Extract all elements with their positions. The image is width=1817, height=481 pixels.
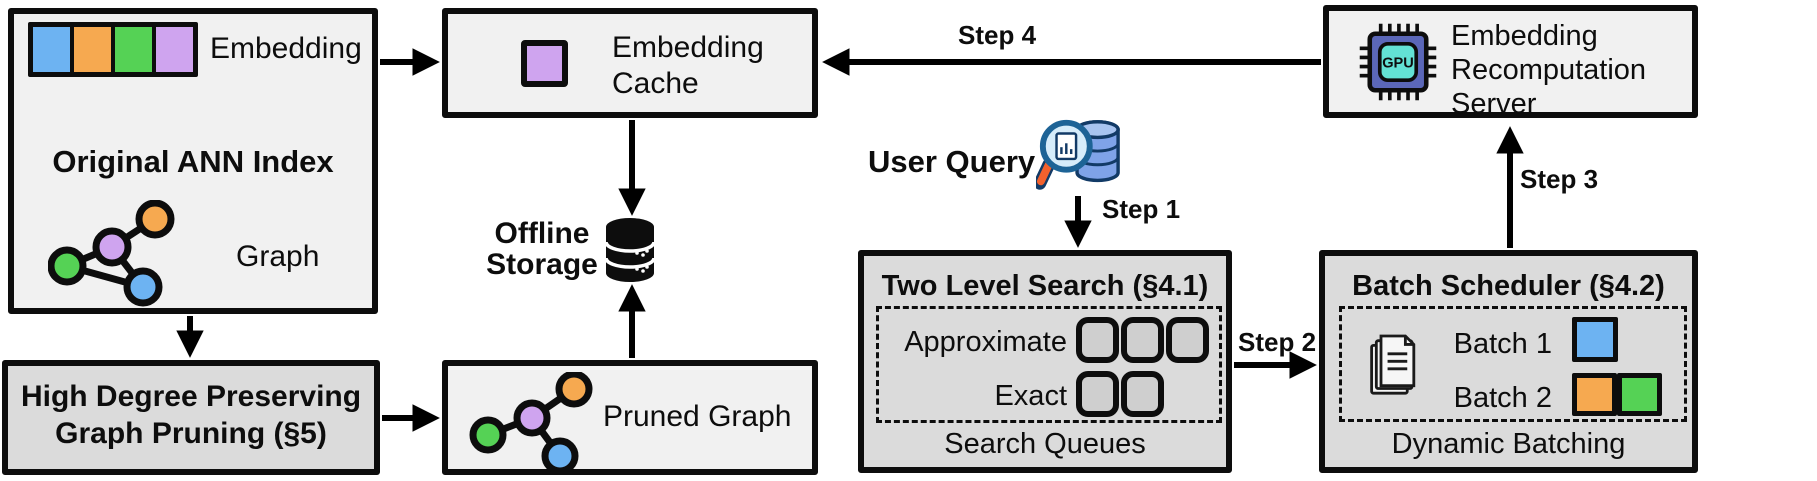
queue-slot [1121, 371, 1164, 417]
embedding-strip-icon [28, 22, 198, 77]
pruned-graph-icon [469, 372, 593, 472]
batch2-label: Batch 2 [1453, 382, 1552, 414]
batch1-blue-square [1572, 317, 1618, 362]
batch-scheduler-title: Batch Scheduler (§4.2) [1352, 270, 1665, 302]
search-queues-dashed-panel: Approximate Exact [876, 306, 1222, 423]
batch2-green-square [1617, 373, 1662, 416]
embedding-label: Embedding [210, 32, 362, 65]
graph-pruning-box: High Degree Preserving Graph Pruning (§5… [2, 360, 380, 475]
recomputation-server-label-line3: Server [1451, 88, 1537, 120]
pruned-graph-label: Pruned Graph [603, 400, 792, 433]
embedding-cache-label-line2: Cache [612, 67, 699, 100]
batch2-squares [1572, 373, 1662, 416]
recomputation-server-box: GPU Embedding Recomputation Server [1323, 5, 1698, 120]
original-ann-index-box: Embedding Original ANN Index Graph [8, 8, 378, 314]
step1-label: Step 1 [1102, 194, 1181, 224]
step2-label: Step 2 [1238, 327, 1317, 357]
documents-icon [1370, 334, 1416, 395]
graph-label: Graph [236, 240, 320, 273]
gpu-chip-label: GPU [1382, 55, 1414, 71]
dynamic-batching-caption: Dynamic Batching [1391, 427, 1626, 460]
step4-label: Step 4 [958, 20, 1037, 50]
original-graph-icon [48, 200, 175, 307]
pruned-graph-box: Pruned Graph [442, 360, 818, 475]
queue-slot [1166, 317, 1209, 363]
embedding-cell-orange [70, 27, 111, 72]
embedding-cell-blue [33, 27, 70, 72]
graph-pruning-label-line1: High Degree Preserving [20, 380, 362, 413]
exact-row-label: Exact [994, 380, 1067, 412]
embedding-cell-purple [152, 27, 193, 72]
offline-storage-label-line1: Offline [494, 217, 590, 250]
cached-embedding-icon [521, 40, 568, 87]
embedding-cache-label-line1: Embedding [612, 31, 764, 64]
offline-storage-database-icon [604, 218, 656, 282]
user-query-icon [1036, 119, 1120, 190]
step3-label: Step 3 [1520, 164, 1599, 194]
gpu-chip-icon: GPU [1359, 23, 1437, 101]
queue-slot [1121, 317, 1164, 363]
recomputation-server-label-line1: Embedding [1451, 20, 1598, 52]
two-level-search-title: Two Level Search (§4.1) [881, 270, 1209, 302]
offline-storage-label-line2: Storage [486, 248, 598, 281]
exact-queue-slots [1076, 371, 1164, 417]
batch2-orange-square [1572, 373, 1617, 416]
user-query-label: User Query [868, 144, 1036, 179]
approximate-queue-slots [1076, 317, 1209, 363]
batch1-label: Batch 1 [1453, 328, 1552, 360]
approximate-row-label: Approximate [904, 326, 1067, 358]
original-ann-index-title: Original ANN Index [52, 144, 334, 179]
batch-scheduler-box: Batch Scheduler (§4.2) Batch 1 Batch 2 [1319, 250, 1698, 473]
recomputation-server-label-line2: Recomputation [1451, 54, 1647, 86]
queue-slot [1076, 371, 1119, 417]
search-queues-caption: Search Queues [944, 427, 1146, 460]
queue-slot [1076, 317, 1119, 363]
embedding-cache-box: Embedding Cache [442, 8, 818, 118]
dynamic-batching-dashed-panel: Batch 1 Batch 2 [1339, 306, 1687, 422]
two-level-search-box: Two Level Search (§4.1) Approximate Exac… [858, 250, 1232, 473]
graph-pruning-label-line2: Graph Pruning (§5) [55, 417, 327, 450]
embedding-cell-green [111, 27, 152, 72]
